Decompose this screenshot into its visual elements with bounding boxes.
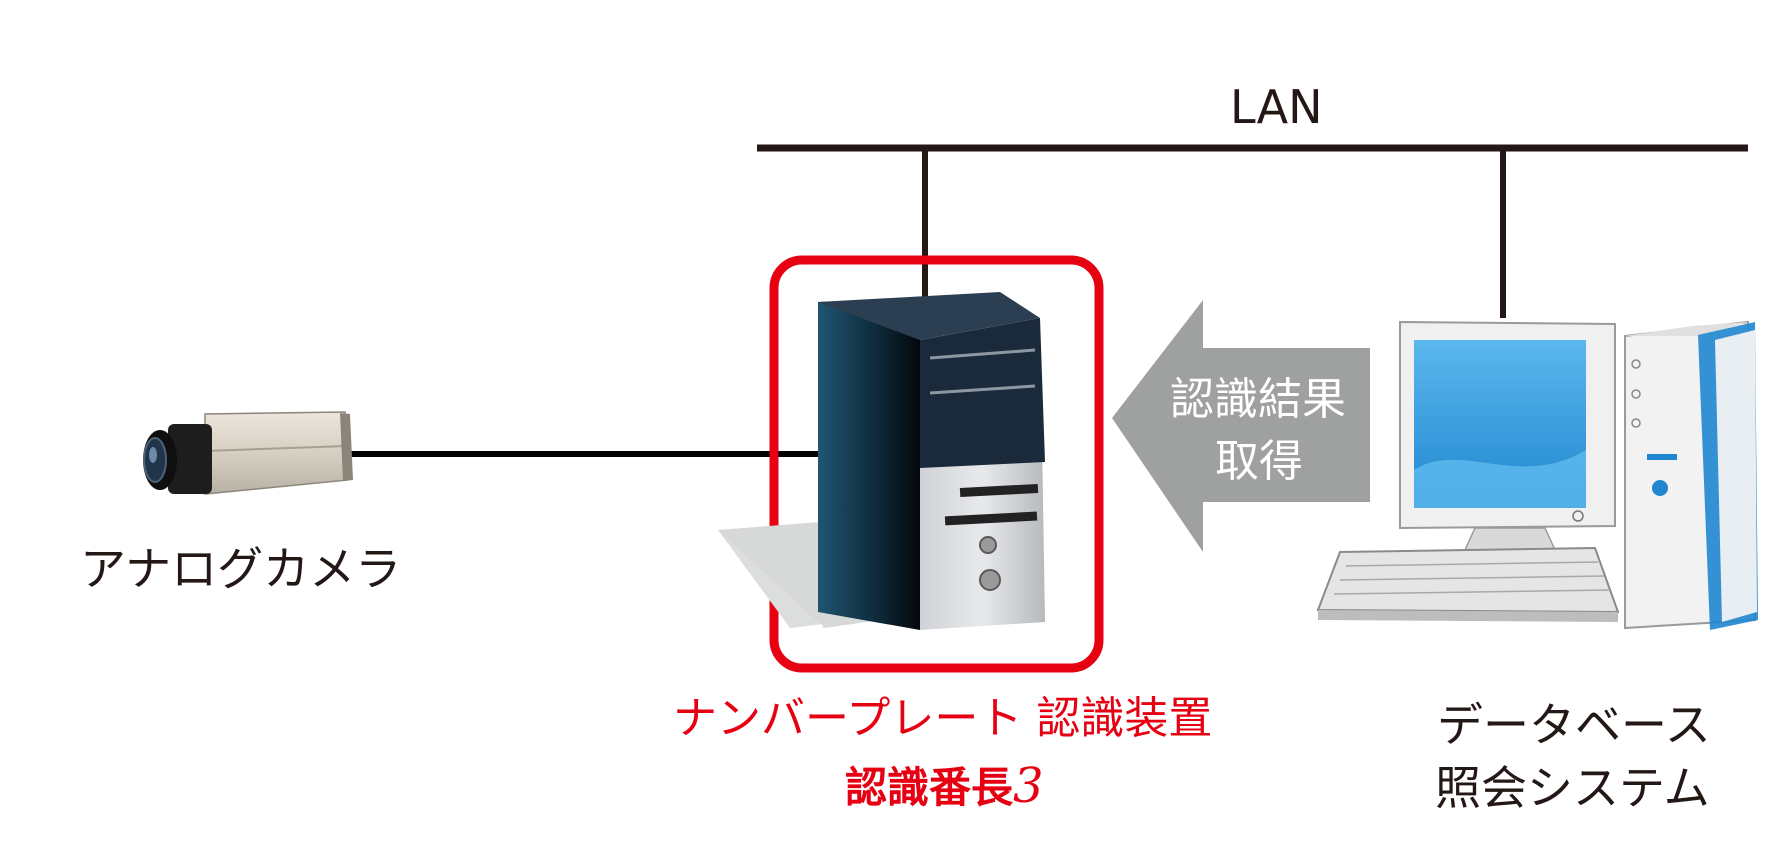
analog-camera-icon [143, 411, 353, 495]
result-arrow [1112, 300, 1370, 552]
recognizer-label-line1: ナンバープレート 認識装置 [673, 693, 1213, 744]
camera-label: アナログカメラ [80, 542, 402, 596]
database-label-line2: 照会システム [1435, 761, 1710, 815]
recognizer-model-number: 3 [1013, 758, 1044, 814]
database-label-line1: データベース [1437, 698, 1711, 752]
recognizer-highlight-frame [769, 255, 1104, 673]
server-tower-icon [718, 292, 1045, 630]
arrow-label-line2: 取得 [1215, 436, 1303, 487]
recognizer-label-line2: 認識番長3 [845, 762, 1044, 810]
arrow-label-line1: 認識結果 [1170, 374, 1346, 425]
lan-label: LAN [1230, 80, 1323, 134]
desktop-computer-icon [1316, 320, 1758, 630]
recognizer-product-name: 認識番長 [845, 763, 1014, 812]
